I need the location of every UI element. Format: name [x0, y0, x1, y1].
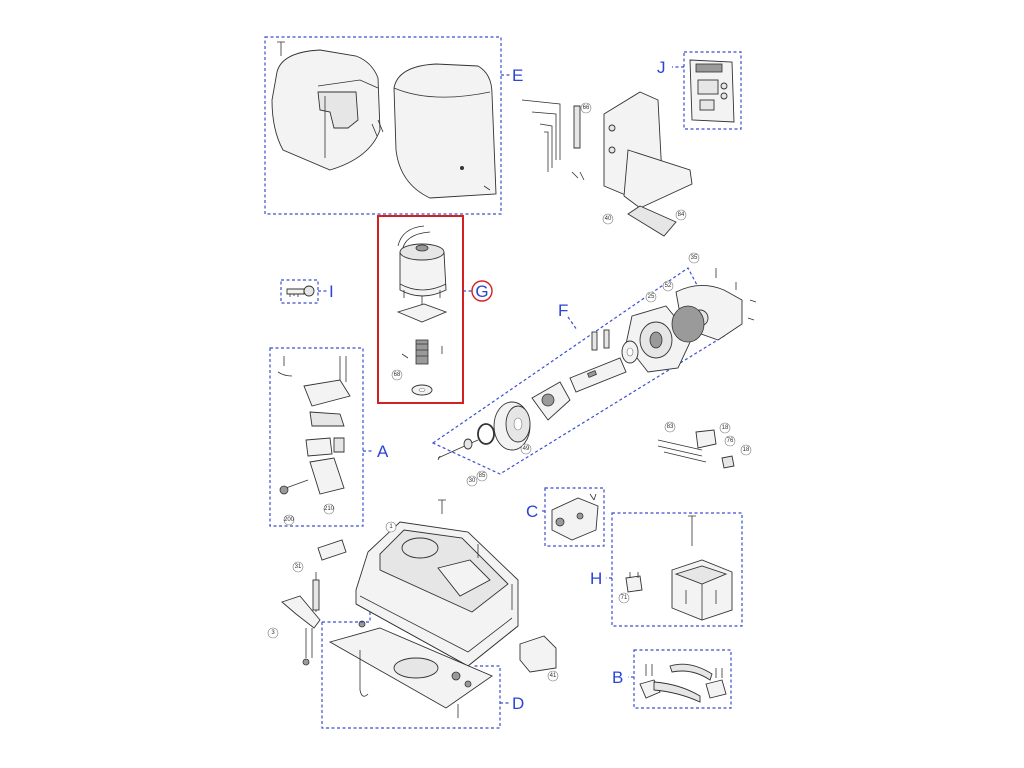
group-g-frame	[377, 215, 464, 404]
callout-1: 1	[385, 521, 397, 533]
callout-84: 84	[675, 209, 687, 221]
callout-83: 83	[664, 421, 676, 433]
group-c-frame	[544, 487, 605, 547]
callout-85: 85	[476, 470, 488, 482]
svg-text:30: 30	[469, 478, 476, 484]
group-j-frame	[683, 51, 742, 130]
group-b-frame	[633, 649, 732, 709]
svg-text:1: 1	[389, 524, 393, 530]
group-a-frame	[269, 347, 364, 527]
svg-text:18: 18	[722, 425, 729, 431]
group-h-transformer: 71 H	[590, 512, 743, 627]
group-j-letter: J	[657, 58, 666, 77]
group-i-letter: I	[329, 282, 334, 301]
svg-text:49: 49	[523, 446, 530, 452]
svg-text:210: 210	[324, 506, 335, 512]
limit-switch-assembly: 83 18 76 18	[657, 421, 752, 469]
bracket-assembly: 66 40 84	[521, 91, 693, 237]
svg-text:200: 200	[284, 517, 295, 523]
group-b-cable-clamps: B	[612, 649, 732, 709]
svg-text:84: 84	[678, 212, 685, 218]
callout-41: 41	[547, 670, 559, 682]
group-c-letter: C	[526, 502, 538, 521]
group-e-letter: E	[512, 66, 523, 85]
group-d-letter: D	[512, 694, 524, 713]
callout-66: 66	[580, 102, 592, 114]
group-e-frame	[264, 36, 502, 215]
svg-text:52: 52	[665, 283, 672, 289]
group-d-base-plate: D	[321, 612, 524, 729]
callout-49: 49	[520, 443, 532, 455]
callout-3: 3	[267, 627, 279, 639]
callout-210: 210	[323, 503, 335, 515]
main-base-assembly: 1 31 3 41	[267, 499, 559, 682]
group-a-release-lock: 200 210 A	[269, 347, 389, 527]
group-c-switch-block: C	[526, 487, 605, 547]
callout-18-b: 18	[740, 444, 752, 456]
callout-25: 25	[645, 291, 657, 303]
group-h-letter: H	[590, 569, 602, 588]
group-j-control-board: J	[657, 51, 742, 130]
group-g-motor: 68 G	[377, 215, 493, 404]
group-a-letter: A	[377, 442, 389, 461]
callout-35: 35	[688, 252, 700, 264]
callout-68: 68	[391, 369, 403, 381]
callout-52: 52	[662, 280, 674, 292]
group-g-letter: G	[475, 282, 488, 301]
callout-40: 40	[602, 213, 614, 225]
svg-text:40: 40	[605, 216, 612, 222]
svg-text:18: 18	[743, 447, 750, 453]
svg-text:25: 25	[648, 294, 655, 300]
svg-text:68: 68	[394, 372, 401, 378]
group-b-letter: B	[612, 668, 623, 687]
svg-text:66: 66	[583, 105, 590, 111]
group-d-frame	[321, 612, 501, 729]
svg-text:41: 41	[550, 673, 557, 679]
group-e-covers: E	[264, 36, 523, 215]
callout-31: 31	[292, 561, 304, 573]
svg-text:31: 31	[295, 564, 302, 570]
svg-text:71: 71	[621, 595, 628, 601]
svg-text:76: 76	[727, 438, 734, 444]
svg-text:3: 3	[271, 630, 275, 636]
group-f-letter: F	[558, 301, 568, 320]
group-i-key: I	[280, 279, 334, 304]
callout-71: 71	[618, 592, 630, 604]
callout-18-a: 18	[719, 422, 731, 434]
group-i-frame	[280, 279, 319, 304]
svg-text:83: 83	[667, 424, 674, 430]
group-f-gear-assembly: 35 52 25 49 85 30 F	[431, 252, 757, 487]
callout-30: 30	[466, 475, 478, 487]
svg-text:85: 85	[479, 473, 486, 479]
callout-76: 76	[724, 435, 736, 447]
callout-200: 200	[283, 514, 295, 526]
group-h-frame	[611, 512, 743, 627]
svg-text:35: 35	[691, 255, 698, 261]
